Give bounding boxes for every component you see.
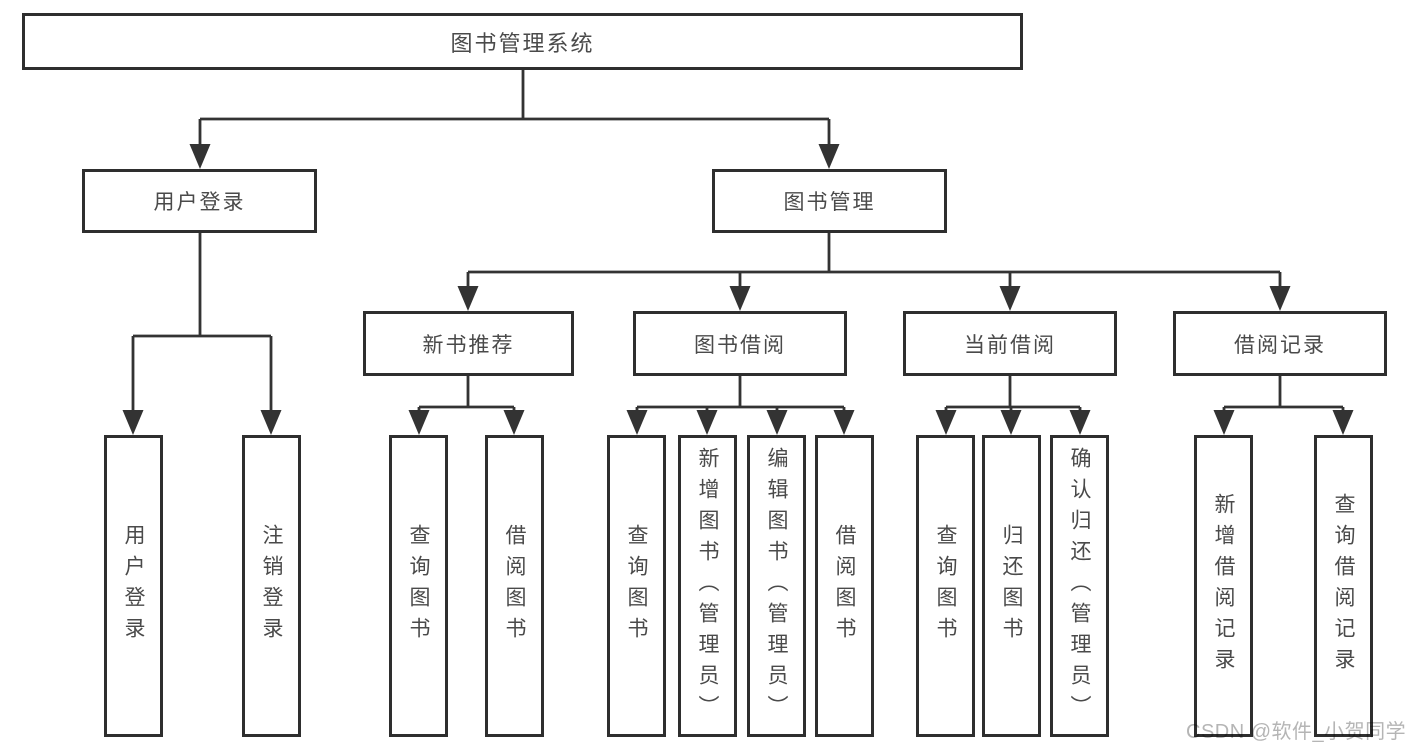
node-label: 图书管理	[783, 191, 876, 214]
leaf-user-login: 用户登录	[104, 435, 163, 737]
node-label: 借阅记录	[1234, 333, 1326, 357]
node-label: 归还图书	[1000, 524, 1023, 648]
node-label: 借阅图书	[503, 524, 526, 648]
node-label: 查询图书	[407, 524, 430, 648]
leaf-bb-query-books: 查询图书	[607, 435, 666, 737]
node-label: 查询图书	[625, 524, 648, 648]
node-borrowing-records: 借阅记录	[1173, 311, 1387, 376]
node-new-book-recommendation: 新书推荐	[363, 311, 574, 376]
node-system-root: 图书管理系统	[22, 13, 1023, 70]
leaf-bb-edit-books-admin: 编辑图书（管理员）	[747, 435, 806, 737]
node-label: 新增借阅记录	[1212, 493, 1235, 679]
leaf-cb-query-books: 查询图书	[916, 435, 975, 737]
leaf-bb-add-books-admin: 新增图书（管理员）	[678, 435, 737, 737]
node-label: 确认归还（管理员）	[1068, 446, 1091, 726]
node-label: 编辑图书（管理员）	[765, 446, 788, 726]
leaf-br-query-record: 查询借阅记录	[1314, 435, 1373, 737]
leaf-cb-return-books: 归还图书	[982, 435, 1041, 737]
node-user-login: 用户登录	[82, 169, 317, 233]
node-label: 用户登录	[122, 524, 145, 648]
node-label: 图书借阅	[694, 333, 786, 357]
node-label: 查询图书	[934, 524, 957, 648]
node-label: 借阅图书	[833, 524, 856, 648]
leaf-nbr-borrow-books: 借阅图书	[485, 435, 544, 737]
node-label: 图书管理系统	[450, 30, 595, 56]
leaf-bb-borrow-books: 借阅图书	[815, 435, 874, 737]
leaf-logout: 注销登录	[242, 435, 301, 737]
node-label: 用户登录	[153, 191, 246, 214]
node-label: 新增图书（管理员）	[696, 446, 719, 726]
node-label: 新书推荐	[422, 333, 515, 357]
node-book-management: 图书管理	[712, 169, 947, 233]
leaf-nbr-query-books: 查询图书	[389, 435, 448, 737]
node-label: 查询借阅记录	[1332, 493, 1355, 679]
node-label: 当前借阅	[964, 333, 1056, 357]
node-book-borrowing: 图书借阅	[633, 311, 847, 376]
node-current-borrowing: 当前借阅	[903, 311, 1117, 376]
node-label: 注销登录	[260, 524, 283, 648]
watermark: CSDN @软件_小贺同学	[1186, 721, 1405, 743]
leaf-br-add-record: 新增借阅记录	[1194, 435, 1253, 737]
leaf-cb-confirm-return-admin: 确认归还（管理员）	[1050, 435, 1109, 737]
